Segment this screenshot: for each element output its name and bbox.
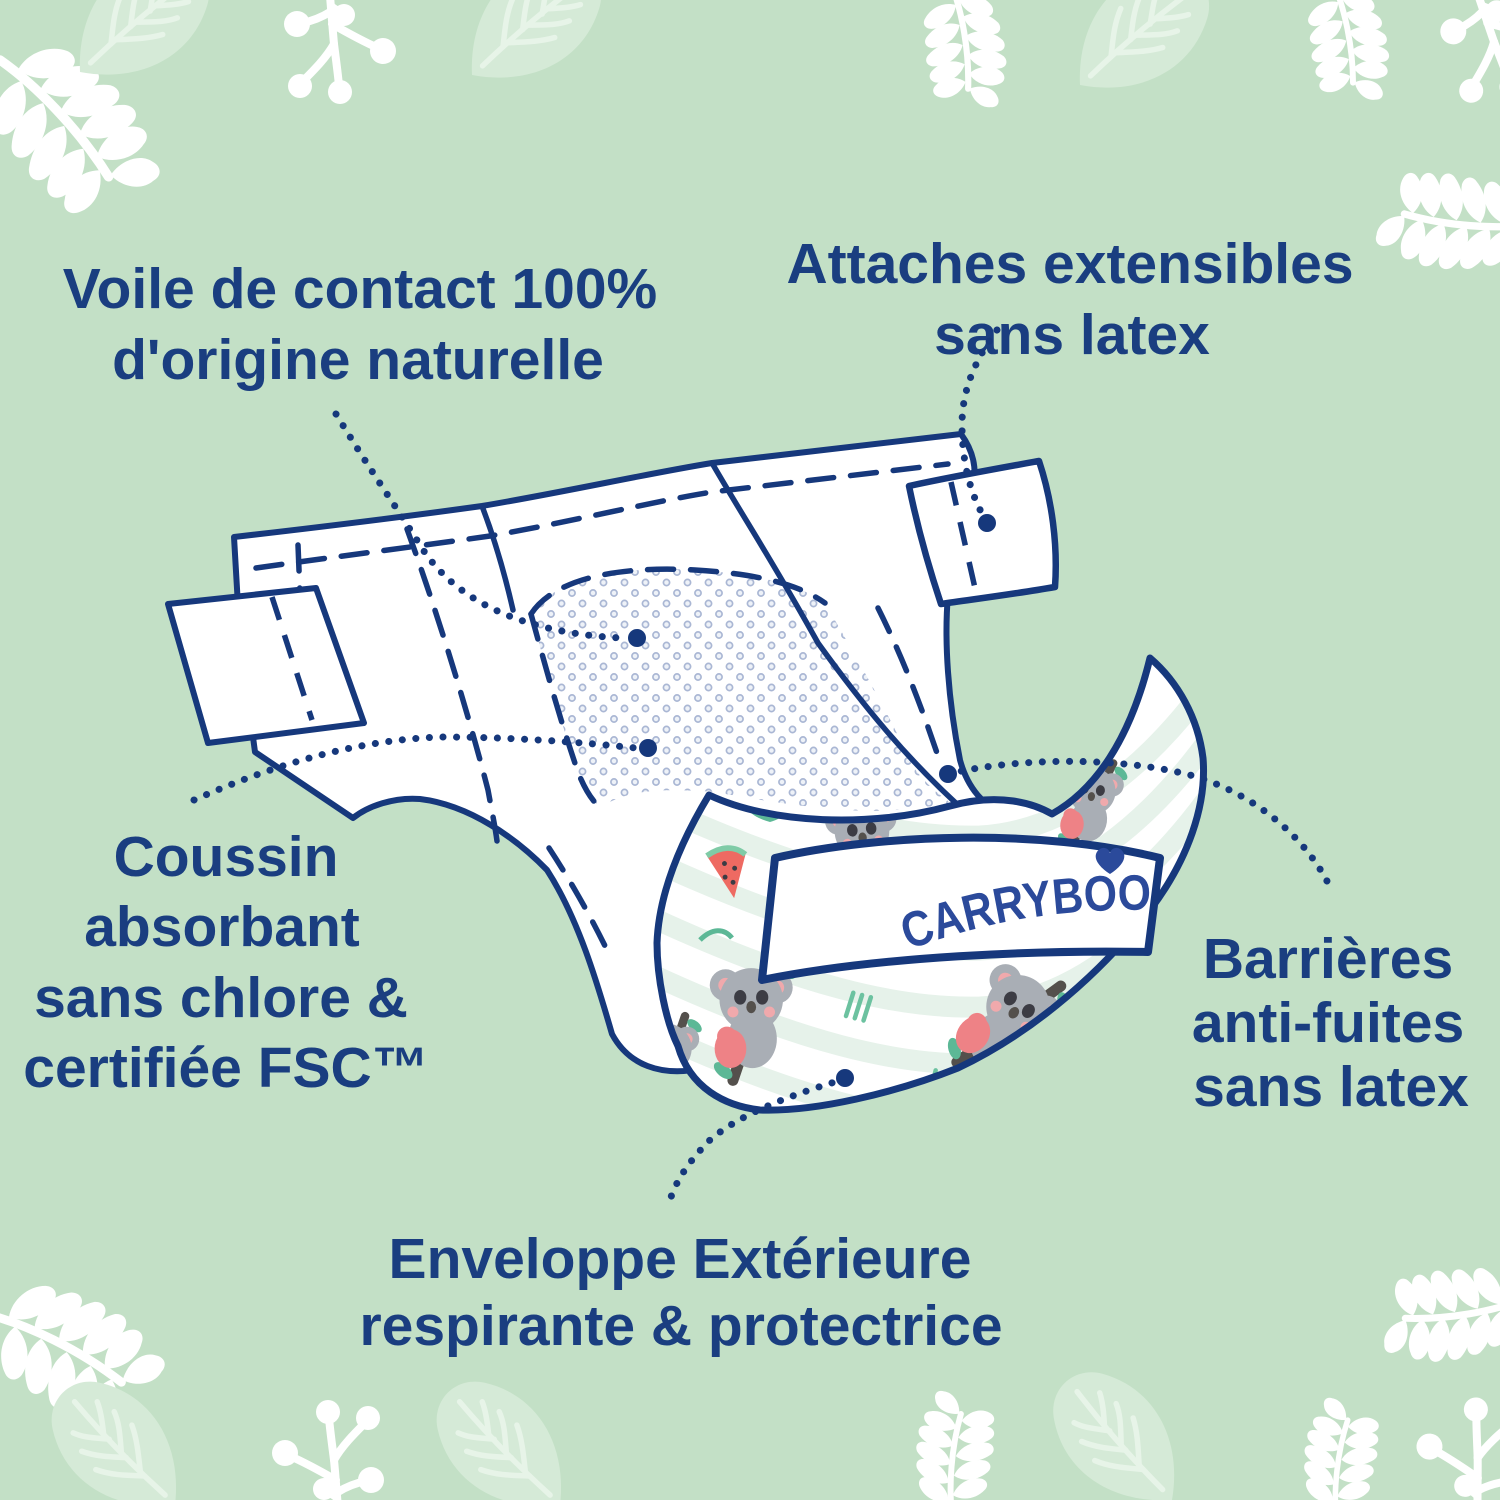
svg-text:Attaches extensibles: Attaches extensibles xyxy=(786,232,1353,296)
svg-text:absorbant: absorbant xyxy=(84,895,360,959)
svg-text:Coussin: Coussin xyxy=(114,825,339,889)
svg-text:Enveloppe Extérieure: Enveloppe Extérieure xyxy=(389,1227,972,1291)
svg-text:sans latex: sans latex xyxy=(1193,1055,1469,1119)
svg-text:anti-fuites: anti-fuites xyxy=(1192,991,1464,1055)
svg-text:certifiée FSC™: certifiée FSC™ xyxy=(23,1036,428,1100)
svg-text:sans chlore &: sans chlore & xyxy=(34,966,408,1030)
svg-text:sans latex: sans latex xyxy=(934,303,1210,367)
svg-text:respirante & protectrice: respirante & protectrice xyxy=(359,1294,1002,1358)
svg-text:Barrières: Barrières xyxy=(1203,927,1453,991)
svg-text:d'origine naturelle: d'origine naturelle xyxy=(112,328,604,392)
svg-text:Voile de contact 100%: Voile de contact 100% xyxy=(63,257,658,321)
